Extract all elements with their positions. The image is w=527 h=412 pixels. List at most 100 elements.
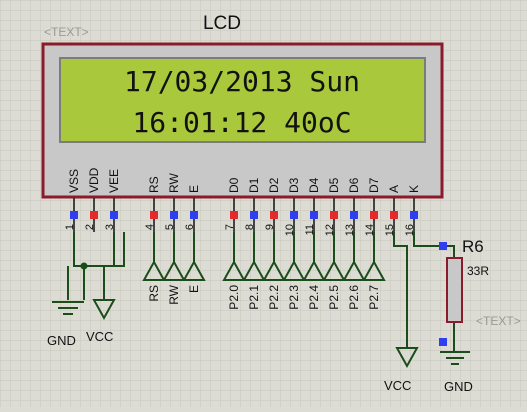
resistor-pin-bottom[interactable] xyxy=(439,338,447,346)
pin-marker-blue[interactable] xyxy=(190,211,198,219)
terminal-rw[interactable]: RW xyxy=(162,232,186,305)
lcd-line-2: 16:01:12 40oC xyxy=(132,106,351,139)
pin-name: VDD xyxy=(87,167,101,193)
vcc-bottom-label: VCC xyxy=(384,378,411,393)
terminal-triangle[interactable] xyxy=(322,259,346,281)
lcd-pins: VSS1VDD2VEE3RS4RW5E6D07D18D29D310D411D51… xyxy=(64,167,421,236)
pin-marker-red[interactable] xyxy=(390,211,398,219)
terminal-p2-6[interactable]: P2.6 xyxy=(342,232,366,310)
pin-name: VEE xyxy=(107,169,121,193)
pin-6[interactable]: E6 xyxy=(184,185,201,232)
pin-number: 2 xyxy=(84,224,96,230)
pin-marker-blue[interactable] xyxy=(410,211,418,219)
wire-backlight-k[interactable] xyxy=(413,232,455,258)
pin-marker-blue[interactable] xyxy=(290,211,298,219)
terminal-rs[interactable]: RS xyxy=(142,232,166,302)
pin-name: D7 xyxy=(367,177,381,193)
terminal-p2-0[interactable]: P2.0 xyxy=(222,232,246,310)
pin-7[interactable]: D07 xyxy=(224,177,241,232)
pin-marker-blue[interactable] xyxy=(250,211,258,219)
terminal-triangle[interactable] xyxy=(182,259,206,281)
terminal-label: E xyxy=(187,285,201,293)
pin-3[interactable]: VEE 3 xyxy=(104,169,121,232)
pin-number: 9 xyxy=(264,224,276,230)
terminal-p2-2[interactable]: P2.2 xyxy=(262,232,286,310)
pin-8[interactable]: D1 8 xyxy=(244,177,261,232)
pin-9[interactable]: D29 xyxy=(264,177,281,232)
terminal-triangle[interactable] xyxy=(362,259,386,281)
text-placeholder-top: <TEXT> xyxy=(44,25,89,39)
pin-5[interactable]: RW5 xyxy=(164,173,181,232)
pin-name: D4 xyxy=(307,177,321,193)
junction-dot xyxy=(80,262,88,270)
pin-marker-red[interactable] xyxy=(230,211,238,219)
pin-number: 8 xyxy=(244,224,256,230)
lcd-component[interactable]: 17/03/2013 Sun 16:01:12 40oC xyxy=(41,42,444,199)
terminal-label: P2.0 xyxy=(227,285,241,310)
pin-marker-blue[interactable] xyxy=(350,211,358,219)
pin-number: 3 xyxy=(104,224,116,230)
pin-name: D6 xyxy=(347,177,361,193)
pin-name: RS xyxy=(147,176,161,193)
terminal-triangle[interactable] xyxy=(282,259,306,281)
pin-name: E xyxy=(187,185,201,193)
terminal-label: RS xyxy=(147,285,161,302)
pin-marker-red[interactable] xyxy=(330,211,338,219)
resistor-r6[interactable]: R6 33R <TEXT> xyxy=(446,237,521,328)
terminal-triangle[interactable] xyxy=(142,259,166,281)
pin-marker-red[interactable] xyxy=(370,211,378,219)
terminal-label: P2.3 xyxy=(287,285,301,310)
pin-marker-blue[interactable] xyxy=(110,211,118,219)
terminal-triangle[interactable] xyxy=(222,259,246,281)
resistor-ref: R6 xyxy=(462,237,484,256)
pin-name: A xyxy=(387,185,401,193)
pin-number: 5 xyxy=(164,224,176,230)
pin-2[interactable]: VDD 2 xyxy=(84,167,101,232)
gnd-right-label: GND xyxy=(444,379,473,394)
pin-number: 4 xyxy=(144,224,156,230)
resistor-pin-top[interactable] xyxy=(439,242,447,250)
resistor-body[interactable] xyxy=(446,257,463,323)
terminal-triangle[interactable] xyxy=(162,259,186,281)
pin-name: K xyxy=(407,185,421,193)
pin-marker-blue[interactable] xyxy=(170,211,178,219)
pin-marker-blue[interactable] xyxy=(70,211,78,219)
pin-marker-blue[interactable] xyxy=(310,211,318,219)
pin-name: VSS xyxy=(67,169,81,193)
vcc-left-label: VCC xyxy=(86,329,113,344)
terminal-label: P2.2 xyxy=(267,285,281,310)
terminal-e[interactable]: E xyxy=(182,232,206,293)
wire-vss-vee[interactable] xyxy=(73,232,125,267)
terminal-label: P2.1 xyxy=(247,285,261,310)
pin-name: D0 xyxy=(227,177,241,193)
resistor-value: 33R xyxy=(467,264,489,278)
pin-marker-red[interactable] xyxy=(90,211,98,219)
vcc-bottom-symbol[interactable] xyxy=(395,347,419,369)
terminal-triangle[interactable] xyxy=(302,259,326,281)
terminal-triangle[interactable] xyxy=(342,259,366,281)
terminal-label: P2.4 xyxy=(307,285,321,310)
terminal-p2-1[interactable]: P2.1 xyxy=(242,232,266,310)
pin-marker-red[interactable] xyxy=(270,211,278,219)
pin-name: D3 xyxy=(287,177,301,193)
terminal-label: P2.6 xyxy=(347,285,361,310)
terminal-triangle[interactable] xyxy=(242,259,266,281)
terminal-p2-3[interactable]: P2.3 xyxy=(282,232,306,310)
gnd-left-symbol[interactable] xyxy=(52,301,84,315)
terminal-triangle[interactable] xyxy=(262,259,286,281)
pin-marker-red[interactable] xyxy=(150,211,158,219)
terminal-p2-5[interactable]: P2.5 xyxy=(322,232,346,310)
pin-4[interactable]: RS 4 xyxy=(144,176,161,232)
terminal-p2-7[interactable]: P2.7 xyxy=(362,232,386,310)
gnd-right-symbol[interactable] xyxy=(440,351,470,365)
wire-backlight-a[interactable] xyxy=(393,232,408,348)
pin-name: D1 xyxy=(247,177,261,193)
terminal-p2-4[interactable]: P2.4 xyxy=(302,232,326,310)
pin-number: 6 xyxy=(184,224,196,230)
wires xyxy=(52,232,470,369)
